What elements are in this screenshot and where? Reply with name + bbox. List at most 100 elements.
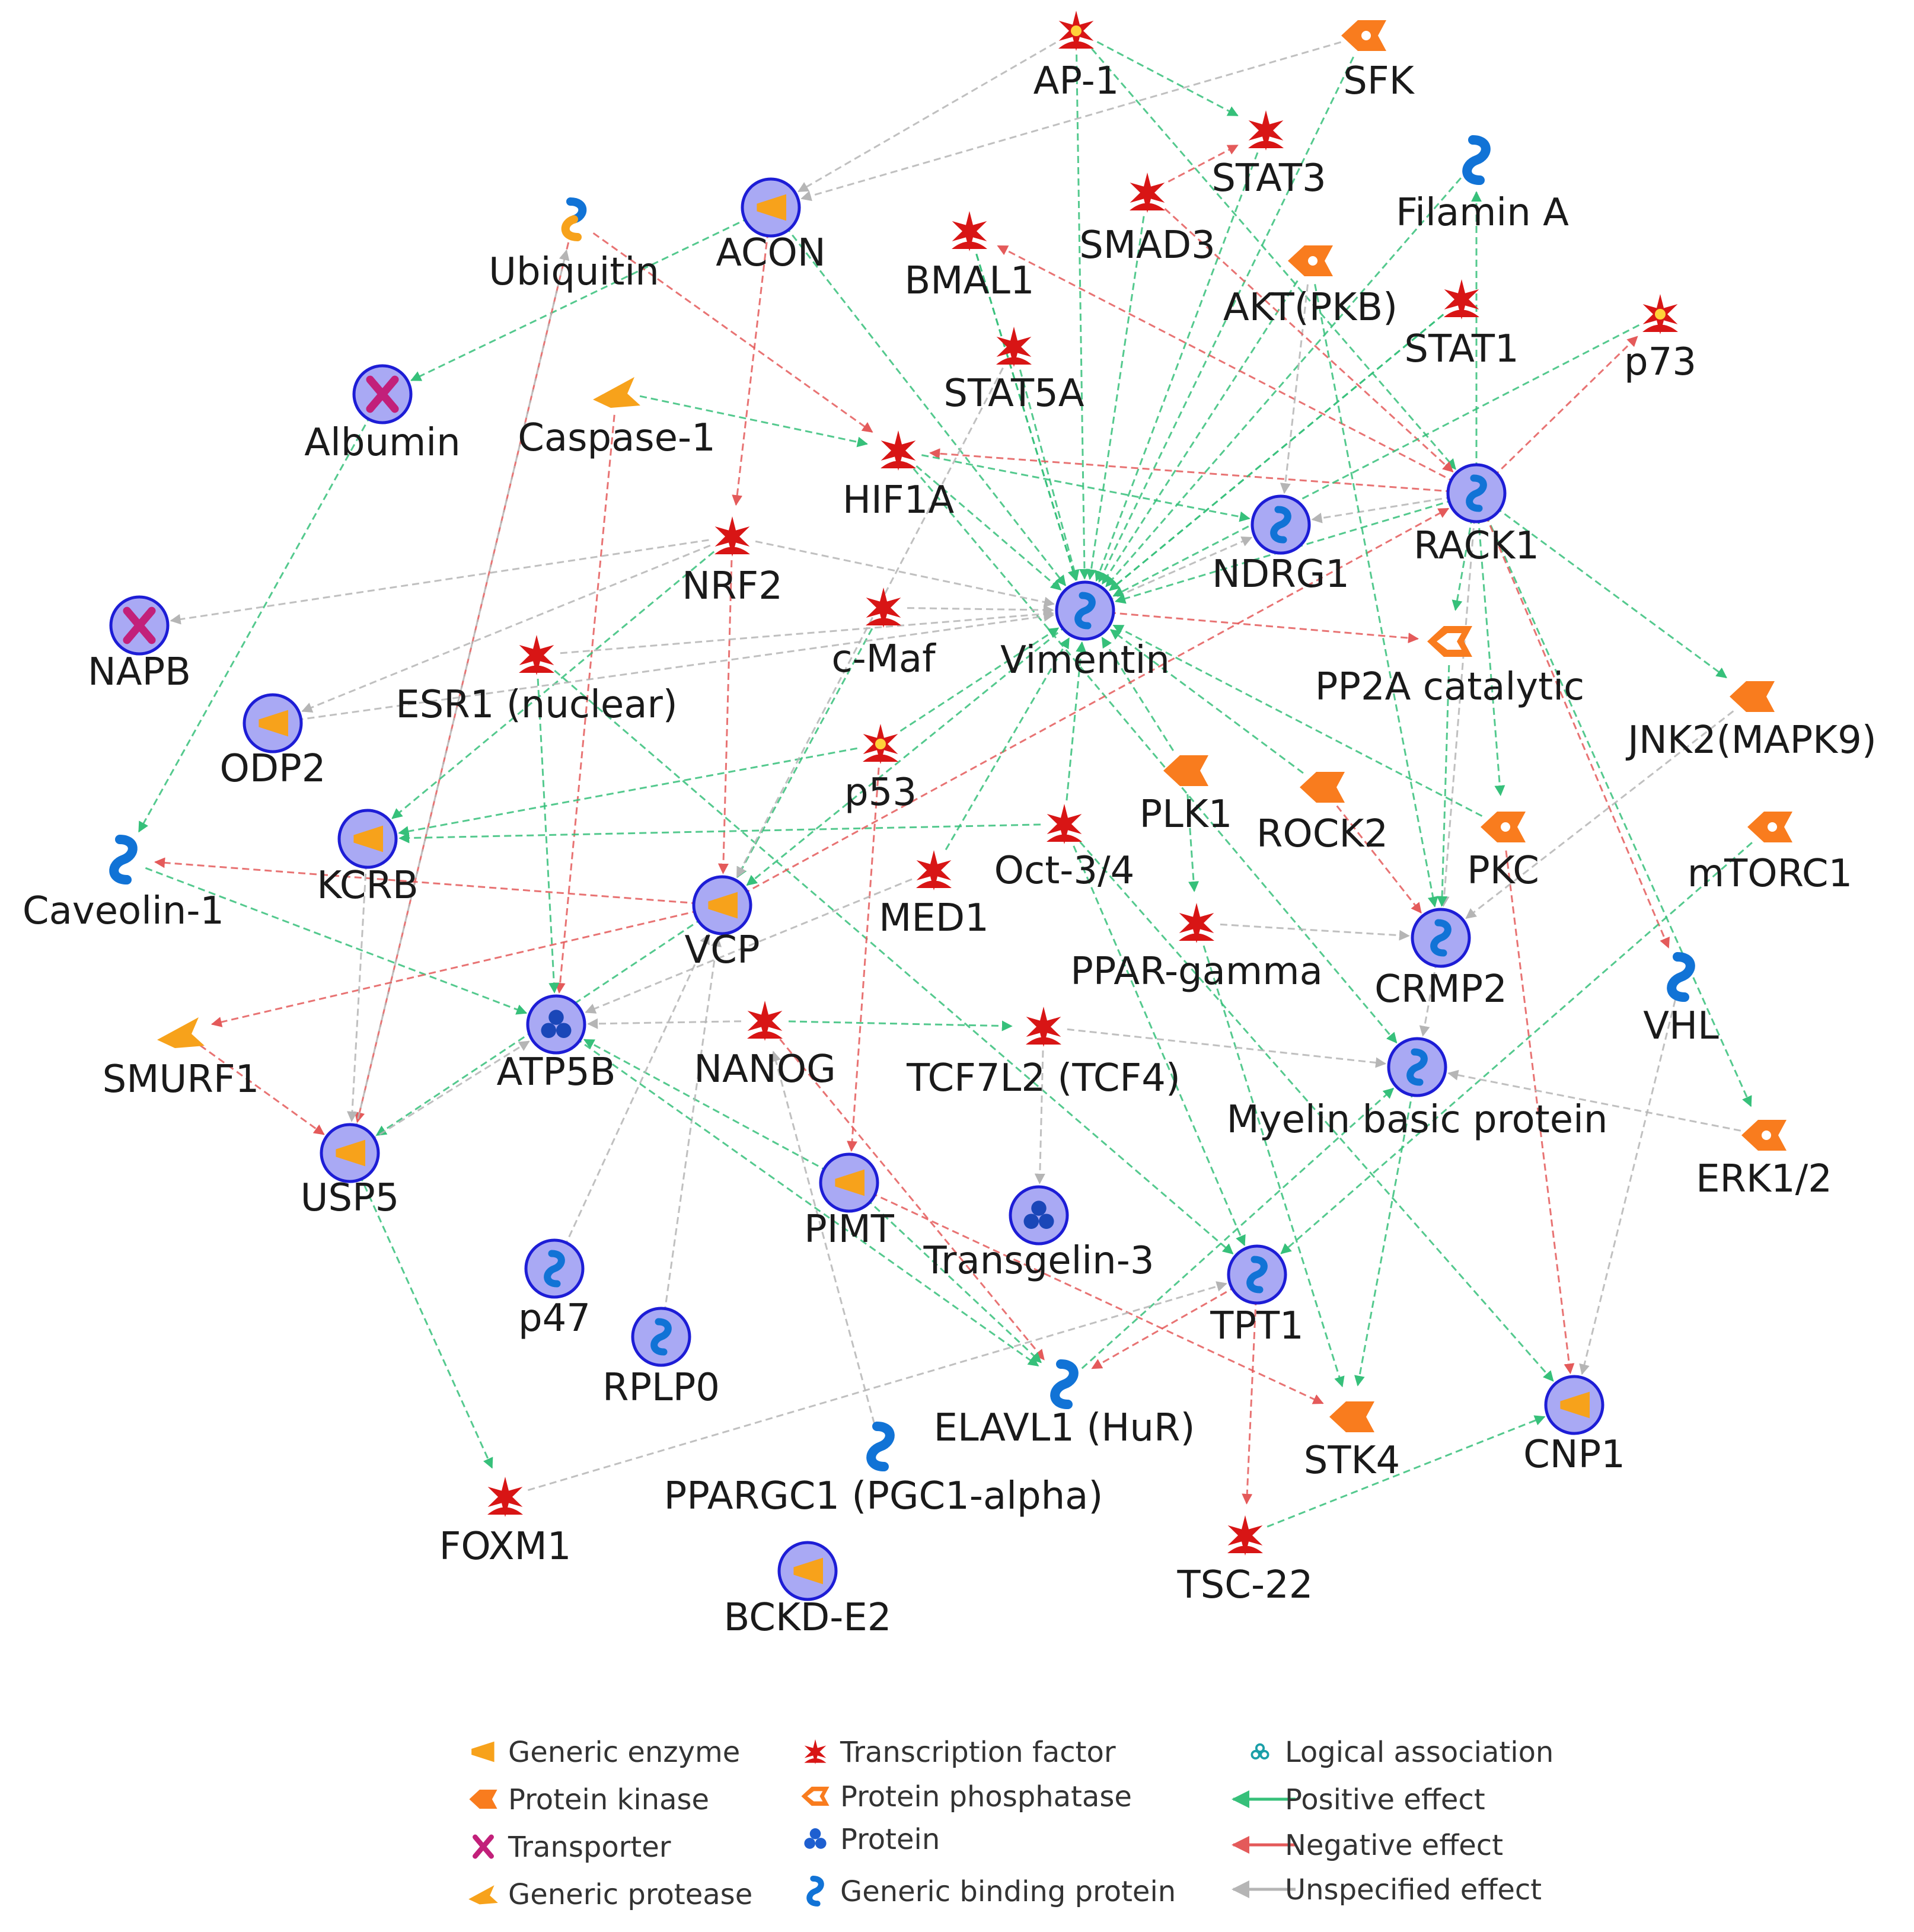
tf-icon bbox=[747, 1001, 783, 1041]
node-vhl[interactable]: VHL bbox=[1643, 952, 1719, 1048]
node-mtorc1[interactable]: mTORC1 bbox=[1687, 812, 1853, 896]
node-stat3[interactable]: STAT3 bbox=[1211, 110, 1326, 200]
node-vimentin[interactable]: Vimentin bbox=[1000, 580, 1170, 682]
node-label: Myelin basic protein bbox=[1227, 1098, 1608, 1142]
node-atp5b[interactable]: ATP5B bbox=[496, 994, 616, 1094]
binding-icon bbox=[866, 1422, 895, 1471]
node-filamina[interactable]: Filamin A bbox=[1396, 135, 1569, 235]
node-label: HIF1A bbox=[843, 478, 955, 522]
node-cnp1[interactable]: CNP1 bbox=[1523, 1375, 1625, 1477]
node-stk4[interactable]: STK4 bbox=[1304, 1401, 1400, 1483]
node-pkc[interactable]: PKC bbox=[1467, 812, 1539, 893]
node-napb[interactable]: NAPB bbox=[88, 595, 191, 694]
node-stat5a[interactable]: STAT5A bbox=[943, 327, 1084, 416]
node-sfk[interactable]: SFK bbox=[1341, 20, 1415, 103]
node-rock2[interactable]: ROCK2 bbox=[1256, 772, 1388, 856]
kinase-icon bbox=[1163, 755, 1208, 786]
node-p73[interactable]: p73 bbox=[1624, 294, 1696, 384]
node-smad3[interactable]: SMAD3 bbox=[1079, 173, 1216, 267]
edge-cMaf-Vimentin bbox=[907, 604, 1054, 615]
tf-icon bbox=[1179, 903, 1214, 943]
node-transgelin3[interactable]: Transgelin-3 bbox=[923, 1185, 1154, 1283]
legend-enzyme-icon bbox=[471, 1741, 495, 1762]
node-tsc22[interactable]: TSC-22 bbox=[1177, 1515, 1313, 1607]
node-hur[interactable]: ELAVL1 (HuR) bbox=[934, 1359, 1195, 1450]
edge-ESR1-TPT1 bbox=[554, 669, 1234, 1254]
edge-TSC22-CNP1 bbox=[1267, 1415, 1546, 1528]
node-bckd[interactable]: BCKD-E2 bbox=[724, 1541, 892, 1640]
node-pgc1[interactable]: PPARGC1 (PGC1-alpha) bbox=[664, 1422, 1103, 1518]
node-pimt[interactable]: PIMT bbox=[804, 1152, 895, 1251]
node-albumin[interactable]: Albumin bbox=[304, 364, 461, 465]
node-tpt1[interactable]: TPT1 bbox=[1210, 1244, 1304, 1348]
kinase-icon bbox=[1329, 1401, 1374, 1432]
legend-protein-icon bbox=[804, 1828, 827, 1849]
node-esr1[interactable]: ESR1 (nuclear) bbox=[395, 635, 678, 727]
node-label: PP2A catalytic bbox=[1315, 665, 1584, 709]
edge-Caspase1-HIF1A bbox=[639, 395, 868, 448]
node-akt[interactable]: AKT(PKB) bbox=[1223, 245, 1398, 330]
node-label: mTORC1 bbox=[1687, 852, 1853, 896]
kinase-dot-icon bbox=[1741, 1120, 1787, 1151]
legend-tf-icon bbox=[804, 1739, 827, 1765]
phosphatase-icon bbox=[1427, 626, 1472, 657]
node-label: NANOG bbox=[694, 1048, 836, 1091]
tf-icon bbox=[866, 587, 901, 628]
node-odp2[interactable]: ODP2 bbox=[220, 693, 326, 791]
node-label: Albumin bbox=[304, 421, 460, 465]
node-label: Vimentin bbox=[1000, 638, 1170, 682]
node-rplp0[interactable]: RPLP0 bbox=[602, 1307, 720, 1410]
legend-label: Generic protease bbox=[508, 1878, 752, 1911]
node-kcrb[interactable]: KCRB bbox=[317, 809, 419, 908]
node-acon[interactable]: ACON bbox=[716, 177, 826, 275]
node-p53[interactable]: p53 bbox=[844, 724, 917, 815]
node-nanog[interactable]: NANOG bbox=[694, 1001, 836, 1091]
node-usp5[interactable]: USP5 bbox=[301, 1123, 400, 1220]
edge-RACK1-NDRG1 bbox=[1311, 496, 1453, 523]
node-ap1[interactable]: AP-1 bbox=[1033, 11, 1119, 103]
node-cmaf[interactable]: c-Maf bbox=[831, 587, 936, 681]
edge-VCP-Caveolin1 bbox=[154, 857, 699, 905]
node-oct34[interactable]: Oct-3/4 bbox=[994, 804, 1135, 893]
enzyme-circle-icon bbox=[777, 1541, 838, 1601]
node-ubiquitin[interactable]: Ubiquitin bbox=[489, 197, 659, 294]
node-pp2a[interactable]: PP2A catalytic bbox=[1315, 626, 1584, 709]
legend-label: Transporter bbox=[508, 1831, 671, 1864]
node-caspase1[interactable]: Caspase-1 bbox=[518, 377, 716, 460]
node-stat1[interactable]: STAT1 bbox=[1404, 279, 1519, 371]
node-vcp[interactable]: VCP bbox=[684, 875, 760, 972]
edge-Oct34-KCRB bbox=[398, 823, 1041, 844]
node-pparg[interactable]: PPAR-gamma bbox=[1070, 903, 1323, 994]
node-label: SMURF1 bbox=[103, 1058, 260, 1101]
tf-icon bbox=[714, 516, 750, 557]
enzyme-circle-icon bbox=[337, 809, 398, 869]
legend-item-enzyme: Generic enzyme bbox=[471, 1736, 740, 1769]
tf-icon bbox=[1130, 173, 1165, 213]
node-label: NRF2 bbox=[682, 564, 783, 608]
transporter-circle-icon bbox=[109, 595, 170, 656]
node-foxm1[interactable]: FOXM1 bbox=[439, 1477, 572, 1569]
legend-item-tf: Transcription factor bbox=[804, 1736, 1116, 1769]
legend-label: Generic binding protein bbox=[840, 1875, 1176, 1908]
edge-ERK12-MBP bbox=[1447, 1069, 1741, 1132]
node-smurf1[interactable]: SMURF1 bbox=[103, 1017, 260, 1101]
protease-icon bbox=[157, 1017, 205, 1048]
node-caveolin1[interactable]: Caveolin-1 bbox=[23, 835, 224, 933]
node-med1[interactable]: MED1 bbox=[879, 850, 989, 940]
node-crmp2[interactable]: CRMP2 bbox=[1374, 908, 1507, 1011]
enzyme-circle-icon bbox=[320, 1123, 380, 1183]
node-bmal1[interactable]: BMAL1 bbox=[904, 211, 1035, 303]
edge-Caspase1-ATP5B bbox=[554, 414, 615, 994]
node-jnk2[interactable]: JNK2(MAPK9) bbox=[1625, 681, 1877, 762]
node-nrf2[interactable]: NRF2 bbox=[682, 516, 783, 608]
node-rack1[interactable]: RACK1 bbox=[1414, 463, 1539, 568]
node-hif1a[interactable]: HIF1A bbox=[843, 430, 955, 522]
node-mbp[interactable]: Myelin basic protein bbox=[1227, 1037, 1608, 1142]
node-p47[interactable]: p47 bbox=[518, 1238, 591, 1340]
node-tcf7l2[interactable]: TCF7L2 (TCF4) bbox=[906, 1007, 1181, 1100]
node-ndrg1[interactable]: NDRG1 bbox=[1212, 494, 1350, 596]
node-erk12[interactable]: ERK1/2 bbox=[1696, 1120, 1832, 1201]
node-plk1[interactable]: PLK1 bbox=[1140, 755, 1233, 836]
edge-TPT1-HuR bbox=[1091, 1285, 1237, 1369]
